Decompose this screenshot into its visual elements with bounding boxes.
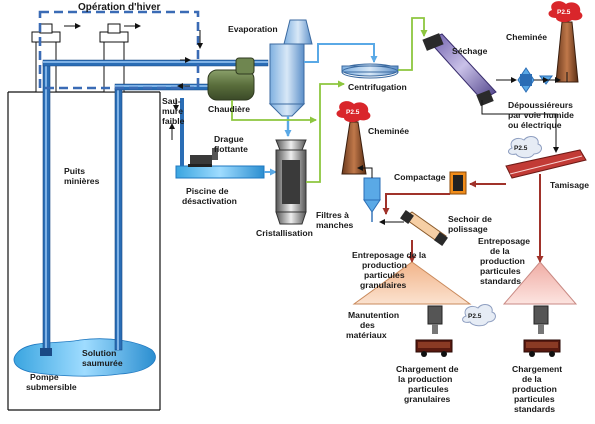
label-entrepo-std-4: particules <box>480 266 521 276</box>
polishing-dryer <box>400 210 448 246</box>
dryer-drum <box>422 33 497 107</box>
label-pompe-2: submersible <box>26 382 77 392</box>
label-manutention-2: des <box>360 320 375 330</box>
label-charg-std-1: Chargement <box>512 364 562 374</box>
smoke-mid <box>336 101 371 123</box>
pm-label-chimney-top: P2.5 <box>557 9 571 16</box>
product-line-dryer-tamis <box>481 100 559 153</box>
truck-granular <box>415 339 453 357</box>
label-charg-std-5: standards <box>514 404 555 414</box>
label-entrepo-gran-1: Entreposage de la <box>352 250 426 260</box>
label-cristallisation: Cristallisation <box>256 228 313 238</box>
label-drague-2: flottante <box>214 144 248 154</box>
label-piscine-2: désactivation <box>182 196 237 206</box>
label-saumure-2: mure <box>162 106 183 116</box>
conveyor-granular <box>427 305 443 334</box>
label-solution-2: saumurée <box>82 358 123 368</box>
label-compactage: Compactage <box>394 172 446 182</box>
label-filtres-1: Filtres à <box>316 210 349 220</box>
label-depoussiereurs-1: Dépoussiéreurs <box>508 100 573 110</box>
conveyor-standard <box>533 305 549 334</box>
label-filtres-2: manches <box>316 220 353 230</box>
label-manutention-1: Manutention <box>348 310 399 320</box>
label-puits-2: minières <box>64 176 100 186</box>
label-sechoir-2: polissage <box>448 224 488 234</box>
label-evaporation: Evaporation <box>228 24 278 34</box>
chimney-mid <box>341 121 367 175</box>
compactor <box>449 171 467 195</box>
pm-cloud-manutention <box>462 304 496 327</box>
chimney-top <box>555 21 579 83</box>
pm-label-chimney-mid: P2.5 <box>346 109 360 116</box>
smoke-top <box>548 1 583 23</box>
submersible-pump-icon <box>40 348 52 356</box>
label-charg-gran-3: particules <box>408 384 449 394</box>
truck-standard <box>523 339 561 357</box>
label-entrepo-gran-2: production <box>362 260 407 270</box>
label-winter-operation: Opération d'hiver <box>78 2 161 13</box>
label-entrepo-std-2: de la <box>490 246 510 256</box>
label-chaudiere: Chaudière <box>208 104 250 114</box>
screen-tamisage <box>505 149 587 179</box>
label-centrifugation: Centrifugation <box>348 82 407 92</box>
label-piscine-1: Piscine de <box>186 186 229 196</box>
label-depoussiereurs-2: par voie humide <box>508 110 574 120</box>
label-charg-std-3: production <box>512 384 557 394</box>
label-charg-gran-2: la production <box>398 374 452 384</box>
label-depoussiereurs-3: ou électrique <box>508 120 562 130</box>
label-cheminee-mid: Cheminée <box>368 126 409 136</box>
label-saumure-3: faible <box>162 116 185 126</box>
label-drague-1: Drague <box>214 134 244 144</box>
steam-line-crist-centrif <box>306 80 345 183</box>
label-saumure-1: Sau- <box>162 96 181 106</box>
centrifuge <box>341 63 399 79</box>
label-pompe-1: Pompe <box>30 372 59 382</box>
steam-line-centrif-sechage <box>398 17 428 71</box>
label-charg-gran-1: Chargement de <box>396 364 459 374</box>
evaporator <box>268 19 313 117</box>
crystallizer <box>275 139 307 225</box>
product-line-compact-sechoir <box>382 193 450 215</box>
boiler <box>207 57 255 101</box>
label-entrepo-std-5: standards <box>480 276 521 286</box>
label-manutention-3: matériaux <box>346 330 387 340</box>
label-tamisage: Tamisage <box>550 180 589 190</box>
label-charg-std-2: de la <box>522 374 542 384</box>
pm-cloud-tamisage <box>508 136 542 159</box>
winter-operation-box <box>38 10 200 90</box>
pile-standard <box>502 261 578 305</box>
label-cheminee-top: Cheminée <box>506 32 547 42</box>
label-charg-std-4: particules <box>514 394 555 404</box>
evap-vapor-line <box>304 43 378 63</box>
pm-label-manutention: P2.5 <box>468 313 482 320</box>
label-charg-gran-4: granulaires <box>404 394 451 404</box>
label-entrepo-gran-4: granulaires <box>360 280 407 290</box>
bag-filter <box>363 177 381 222</box>
label-entrepo-std-1: Entreposage <box>478 236 530 246</box>
pm-label-tamisage: P2.5 <box>514 145 528 152</box>
label-entrepo-gran-3: particules <box>364 270 405 280</box>
label-entrepo-std-3: production <box>480 256 525 266</box>
pile-granular <box>352 261 472 305</box>
label-solution-1: Solution <box>82 348 116 358</box>
label-puits-1: Puits <box>64 166 85 176</box>
well-shaft <box>7 91 161 411</box>
wellhead-right <box>99 23 129 93</box>
steam-line-boiler-crist <box>231 100 317 124</box>
label-sechoir-1: Sechoir de <box>448 214 492 224</box>
label-sechage: Séchage <box>452 46 488 56</box>
